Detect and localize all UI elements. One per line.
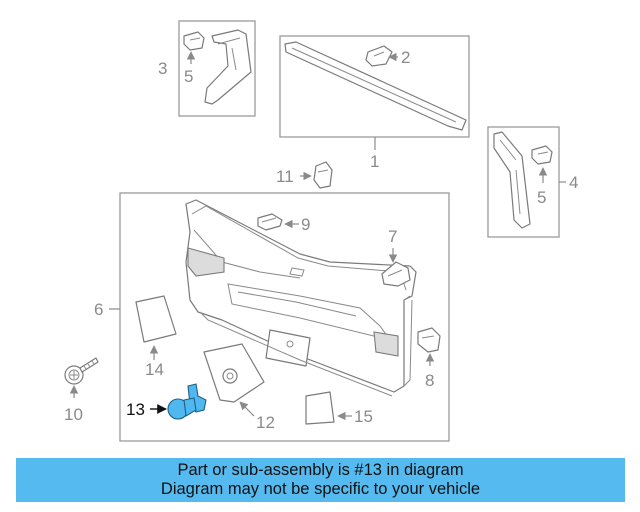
caption-banner: Part or sub-assembly is #13 in diagram D… <box>16 458 625 502</box>
liftgate-trim-panel <box>185 199 417 397</box>
pillar-trim-3 <box>204 29 252 105</box>
label-5-top: 5 <box>184 67 193 86</box>
label-12: 12 <box>256 413 275 432</box>
label-10: 10 <box>64 405 83 424</box>
group-box-1 <box>279 35 470 138</box>
group-box-6 <box>119 192 450 442</box>
parts-diagram: 3 5 2 1 5 4 11 6 <box>64 20 578 442</box>
label-1: 1 <box>370 152 379 171</box>
clip-5-top <box>183 31 205 51</box>
screw-10 <box>64 357 99 385</box>
label-13: 13 <box>126 400 145 419</box>
label-14: 14 <box>145 360 164 379</box>
clip-11 <box>313 161 333 189</box>
caption-line-1: Part or sub-assembly is #13 in diagram <box>177 461 464 479</box>
pad-15 <box>305 391 335 425</box>
pad-14 <box>135 295 177 343</box>
label-4: 4 <box>569 173 578 192</box>
group-box-3 <box>178 20 256 117</box>
label-8: 8 <box>425 371 434 390</box>
label-6: 6 <box>94 300 103 319</box>
label-7: 7 <box>388 227 397 246</box>
caption-line-2: Diagram may not be specific to your vehi… <box>160 480 481 498</box>
label-5-right: 5 <box>537 188 546 207</box>
label-11: 11 <box>276 167 294 186</box>
highlighted-part-13[interactable] <box>167 383 207 420</box>
label-2: 2 <box>401 48 410 67</box>
clip-7 <box>381 261 411 287</box>
label-15: 15 <box>354 407 373 426</box>
clip-5-right <box>531 145 553 165</box>
group-box-4 <box>487 126 566 238</box>
pillar-trim-4 <box>493 131 531 229</box>
label-9: 9 <box>301 215 310 234</box>
clip-2 <box>365 45 393 67</box>
clip-8 <box>417 327 441 353</box>
label-3: 3 <box>158 59 167 78</box>
clip-9 <box>257 213 283 231</box>
